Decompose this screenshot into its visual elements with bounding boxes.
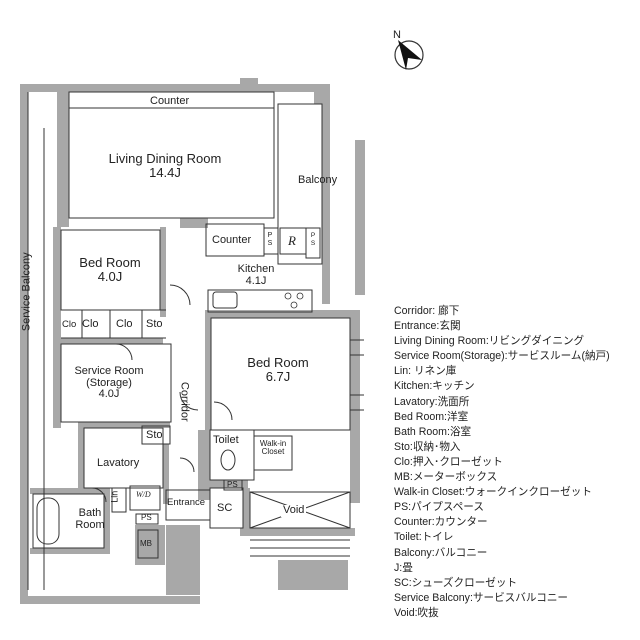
service-balcony-label: Service Balcony (20, 252, 33, 332)
living-dining-name: Living Dining Room (108, 151, 222, 166)
kitchen-size: 4.1J (245, 274, 267, 287)
living-dining-size: 14.4J (149, 164, 181, 180)
entrance-label: Entrance (167, 497, 206, 508)
clo-label-1: Clo (62, 319, 77, 330)
bed-room-2-name: Bed Room (247, 355, 309, 370)
legend-item: Walk-in Closet:ウォークインクローゼット (394, 486, 592, 499)
refrigerator-label: R (288, 233, 296, 248)
ps-label-1: PS (267, 232, 273, 247)
service-room-sub: (Storage) (86, 376, 132, 389)
legend-item: Sto:収納･物入 (394, 440, 461, 453)
balcony-label: Balcony (298, 174, 338, 186)
clo-label-2: Clo (82, 318, 99, 330)
legend-item: Entrance:玄関 (394, 320, 461, 333)
legend-item: Lavatory:洗面所 (394, 395, 470, 408)
legend-item: Bath Room:浴室 (394, 425, 472, 438)
legend-item: Toilet:トイレ (394, 531, 454, 544)
legend-item: Corridor: 廊下 (394, 305, 460, 317)
legend: Corridor: 廊下 Entrance:玄関 Living Dining R… (394, 304, 610, 621)
sto-label-2: Sto (146, 429, 163, 441)
legend-item: J:畳 (394, 561, 413, 574)
legend-item: Balcony:バルコニー (394, 546, 488, 559)
toilet-label: Toilet (213, 434, 239, 446)
bed-room-1-name: Bed Room (79, 255, 141, 270)
walk-in-closet-line1: Walk-in (259, 439, 287, 448)
legend-item: Living Dining Room:リビングダイニング (394, 335, 585, 348)
ps-label-3: PS (227, 480, 238, 489)
corridor-label: Corridor (178, 381, 191, 422)
washer-label: W/D (136, 490, 151, 499)
stove-burners (284, 292, 304, 309)
interior-lines (27, 91, 364, 590)
void-label: Void (281, 504, 307, 517)
legend-item: Kitchen:キッチン (394, 380, 475, 393)
lavatory-label: Lavatory (97, 457, 140, 469)
clo-label-3: Clo (116, 318, 133, 330)
counter-top-label: Counter (150, 95, 190, 107)
legend-item: Bed Room:洋室 (394, 410, 469, 423)
bed-room-1-size: 4.0J (97, 268, 123, 284)
sc-label: SC (217, 502, 233, 514)
legend-item: Clo:押入･クローゼット (394, 455, 503, 468)
compass-icon (394, 40, 424, 70)
sto-label-1: Sto (146, 318, 163, 330)
mb-label: MB (140, 539, 152, 548)
bath-room: Bath Room (70, 507, 110, 531)
legend-item: Counter:カウンター (394, 516, 488, 529)
legend-item: PS:パイプスペース (394, 501, 484, 514)
service-room: Service Room (Storage) 4.0J (64, 365, 154, 401)
legend-item: Service Room(Storage):サービスルーム(納戸) (394, 350, 610, 363)
kitchen-counter-label: Counter (212, 234, 252, 246)
north-compass: N (386, 29, 432, 81)
legend-item: Service Balcony:サービスバルコニー (394, 591, 569, 604)
service-room-size: 4.0J (98, 388, 120, 401)
kitchen: Kitchen 4.1J (226, 263, 286, 287)
service-room-name: Service Room (74, 365, 144, 377)
legend-item: Lin: リネン庫 (394, 365, 457, 378)
bath-room-line1: Bath (78, 507, 102, 519)
lin-label: Lin (109, 490, 120, 503)
ps-label-2: PS (310, 232, 316, 247)
bed-room-2-size: 6.7J (265, 368, 291, 384)
legend-item: Void:吹抜 (394, 606, 439, 619)
kitchen-name: Kitchen (237, 263, 275, 275)
bed-room-2: Bed Room 6.7J (228, 356, 328, 383)
ps-label-4: PS (141, 513, 152, 522)
walk-in-closet: Walk-in Closet (256, 439, 290, 457)
bed-room-1: Bed Room 4.0J (70, 256, 150, 283)
compass-label: N (393, 29, 401, 41)
legend-item: MB:メーターボックス (394, 471, 498, 484)
bath-room-line2: Room (75, 518, 105, 531)
living-dining-room: Living Dining Room 14.4J (90, 152, 240, 179)
walk-in-closet-line2: Closet (261, 447, 285, 457)
legend-item: SC:シューズクローゼット (394, 576, 518, 589)
